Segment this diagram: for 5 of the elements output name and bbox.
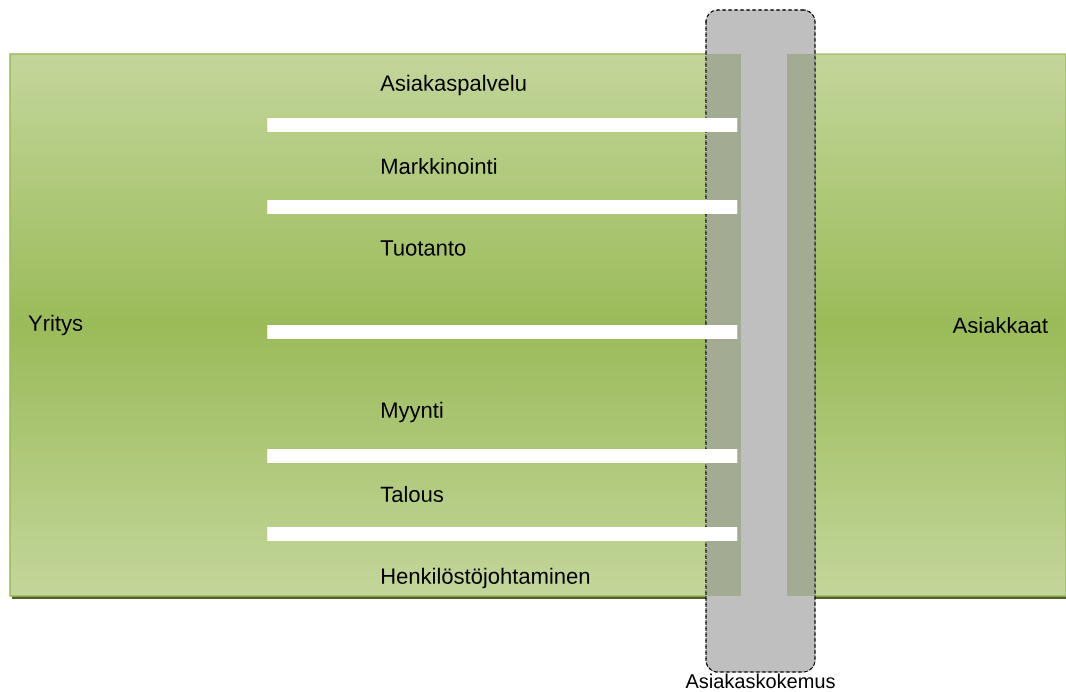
experience-bar [705, 9, 816, 673]
bar-caption: Asiakaskokemus [685, 673, 835, 689]
department-label: Myynti [382, 401, 443, 423]
department-label: Markkinointi [382, 157, 497, 175]
department-label: Talous [380, 485, 443, 503]
